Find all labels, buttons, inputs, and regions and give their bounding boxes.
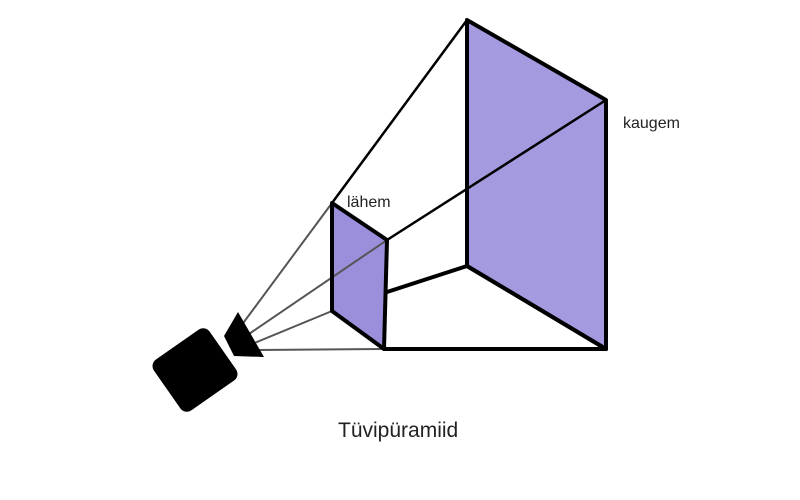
far-plane-border bbox=[465, 18, 608, 351]
camera-body bbox=[152, 328, 238, 412]
far-plane-label: kaugem bbox=[623, 115, 680, 132]
diagram-caption: Tüvipüramiid bbox=[338, 419, 458, 442]
near-plane-label: lähem bbox=[347, 194, 391, 211]
near-plane-border bbox=[330, 201, 389, 351]
camera-lens bbox=[224, 312, 264, 357]
camera-rays bbox=[237, 202, 388, 351]
ray-lower bbox=[251, 310, 333, 345]
edge-top-left bbox=[330, 18, 469, 205]
ray-bottom bbox=[257, 348, 385, 351]
near-plane bbox=[332, 203, 387, 349]
far-plane bbox=[467, 20, 606, 349]
ray-upper bbox=[245, 239, 388, 337]
ray-top bbox=[237, 202, 333, 331]
edge-bottom-left bbox=[385, 264, 469, 294]
edge-top-right bbox=[385, 98, 608, 242]
camera-icon bbox=[152, 312, 264, 412]
